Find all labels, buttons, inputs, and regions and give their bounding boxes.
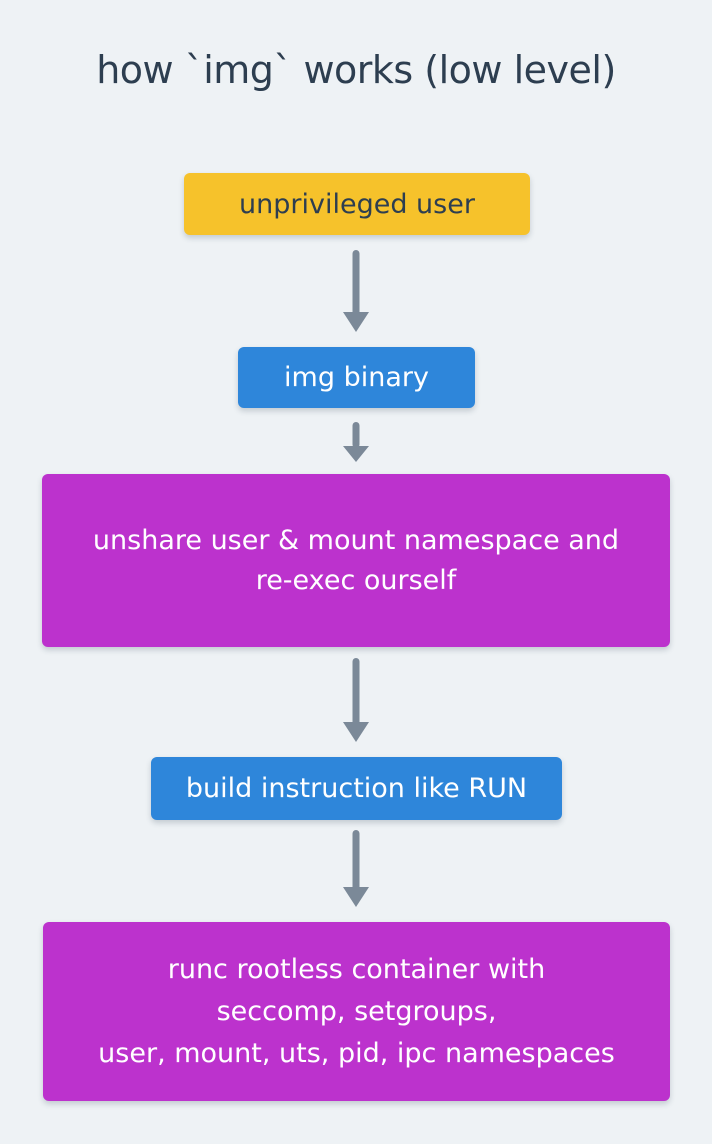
node-label-line: unshare user & mount namespace and (92, 524, 620, 556)
node-img-binary: img binary (238, 347, 475, 408)
arrow-down-icon (342, 658, 370, 742)
arrow-down-icon (342, 250, 370, 332)
node-build-instruction: build instruction like RUN (151, 757, 562, 820)
node-label: img binary (284, 362, 429, 393)
node-label: unprivileged user (239, 188, 475, 220)
node-label-line: re-exec ourself (255, 564, 457, 596)
page-title: how `img` works (low level) (96, 48, 616, 92)
arrow-down-icon (342, 830, 370, 907)
arrow-down-icon (342, 422, 370, 462)
node-label-line: user, mount, uts, pid, ipc namespaces (98, 1037, 615, 1069)
node-label-line: runc rootless container with (167, 953, 546, 985)
node-unprivileged-user: unprivileged user (184, 173, 530, 235)
node-unshare-namespace: unshare user & mount namespace and re-ex… (42, 474, 670, 647)
node-runc-rootless-container: runc rootless container with seccomp, se… (43, 922, 670, 1101)
node-label: build instruction like RUN (185, 773, 528, 804)
node-label-line: seccomp, setgroups, (216, 995, 497, 1027)
